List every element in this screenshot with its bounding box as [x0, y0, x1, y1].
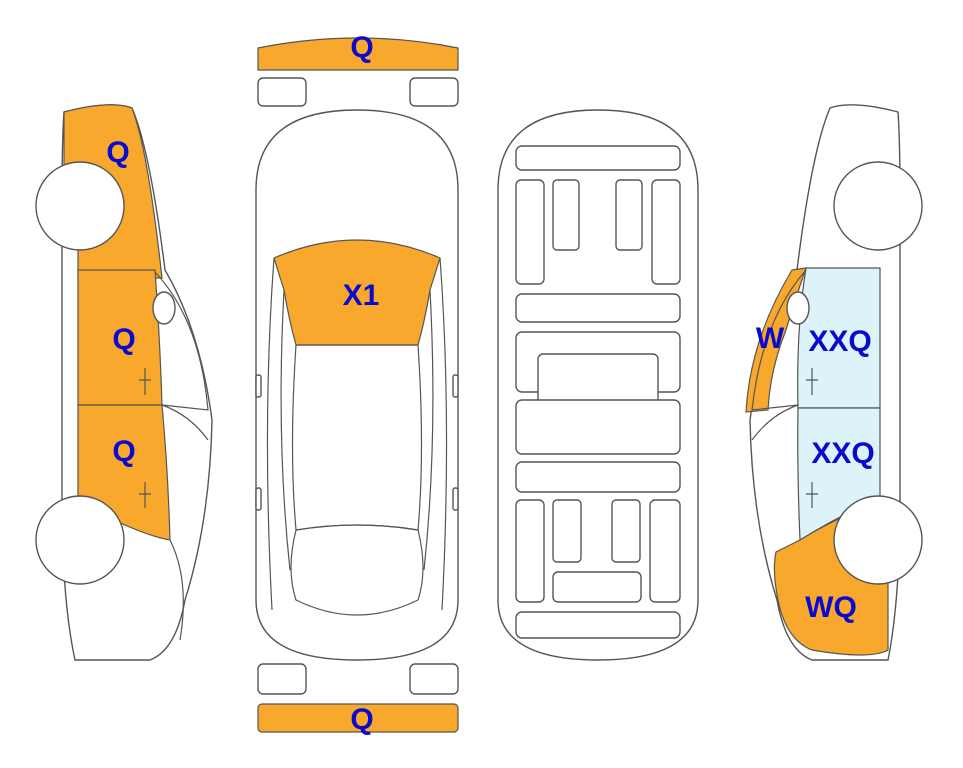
front-bumper-label: Q — [350, 31, 373, 64]
left-mirror — [255, 374, 262, 398]
under-panel — [649, 499, 681, 603]
under-panel — [651, 179, 681, 285]
rear-light-right — [409, 663, 459, 695]
left-rear-door-label: Q — [112, 435, 135, 468]
left-body-line — [169, 539, 184, 641]
rear-bumper-group: Q — [257, 663, 459, 736]
right-rear-pillar-label: W — [756, 322, 785, 355]
front-headlight-left — [257, 77, 307, 107]
right-inner-line — [423, 289, 434, 571]
left-door-handle-front — [139, 368, 151, 395]
underbody-view — [497, 109, 699, 661]
under-panel — [611, 499, 641, 563]
front-bumper[interactable] — [257, 37, 459, 71]
right-side-line — [439, 257, 448, 611]
left-front-wheel — [35, 161, 125, 251]
right-front-wheel — [833, 161, 923, 251]
under-panel — [615, 179, 643, 251]
under-panel — [515, 179, 545, 285]
rear-light-left — [257, 663, 307, 695]
right-door-handle-rear — [806, 482, 818, 508]
left-mirror — [152, 291, 176, 325]
left-front-fender-label: Q — [106, 136, 129, 169]
left-inner-line — [280, 289, 291, 571]
right-rear-wheel — [833, 495, 923, 585]
left-front-door-label: Q — [112, 323, 135, 356]
right-rear-door-label: XXQ — [811, 437, 874, 470]
right-window-line — [751, 269, 807, 411]
rear-bumper-label: Q — [350, 703, 373, 736]
right-mirror — [786, 291, 810, 325]
left-window-lower — [161, 404, 209, 441]
under-panel — [552, 179, 580, 251]
rear-window-outline — [290, 524, 424, 616]
windshield-label: X1 — [343, 279, 380, 312]
right-window-lower — [751, 404, 799, 441]
right-rear-quarter-label: WQ — [805, 591, 857, 624]
under-panel — [515, 461, 681, 493]
windshield[interactable] — [273, 239, 441, 346]
left-side-view: Q Q Q — [35, 104, 213, 661]
top-view-body — [255, 109, 459, 661]
top-view: X1 — [255, 109, 459, 661]
front-bumper-group: Q — [257, 31, 459, 107]
under-panel — [515, 399, 681, 455]
under-panel — [552, 571, 642, 603]
right-side-view: W XXQ XXQ WQ — [745, 104, 923, 661]
rear-bumper[interactable] — [257, 703, 459, 733]
left-door-handle-rear — [139, 482, 151, 508]
left-side-line — [266, 257, 275, 611]
under-panel — [515, 611, 681, 639]
left-window-line — [154, 271, 209, 411]
under-panel — [552, 499, 582, 563]
left-rear-wheel — [35, 495, 125, 585]
under-panel — [515, 145, 681, 171]
front-headlight-right — [409, 77, 459, 107]
right-door-handle-front — [806, 368, 818, 395]
under-panel — [515, 499, 545, 603]
right-handle-rear — [452, 487, 459, 511]
under-panel — [515, 293, 681, 323]
right-front-door-label: XXQ — [808, 325, 871, 358]
left-handle-rear — [255, 487, 262, 511]
right-mirror — [452, 374, 459, 398]
